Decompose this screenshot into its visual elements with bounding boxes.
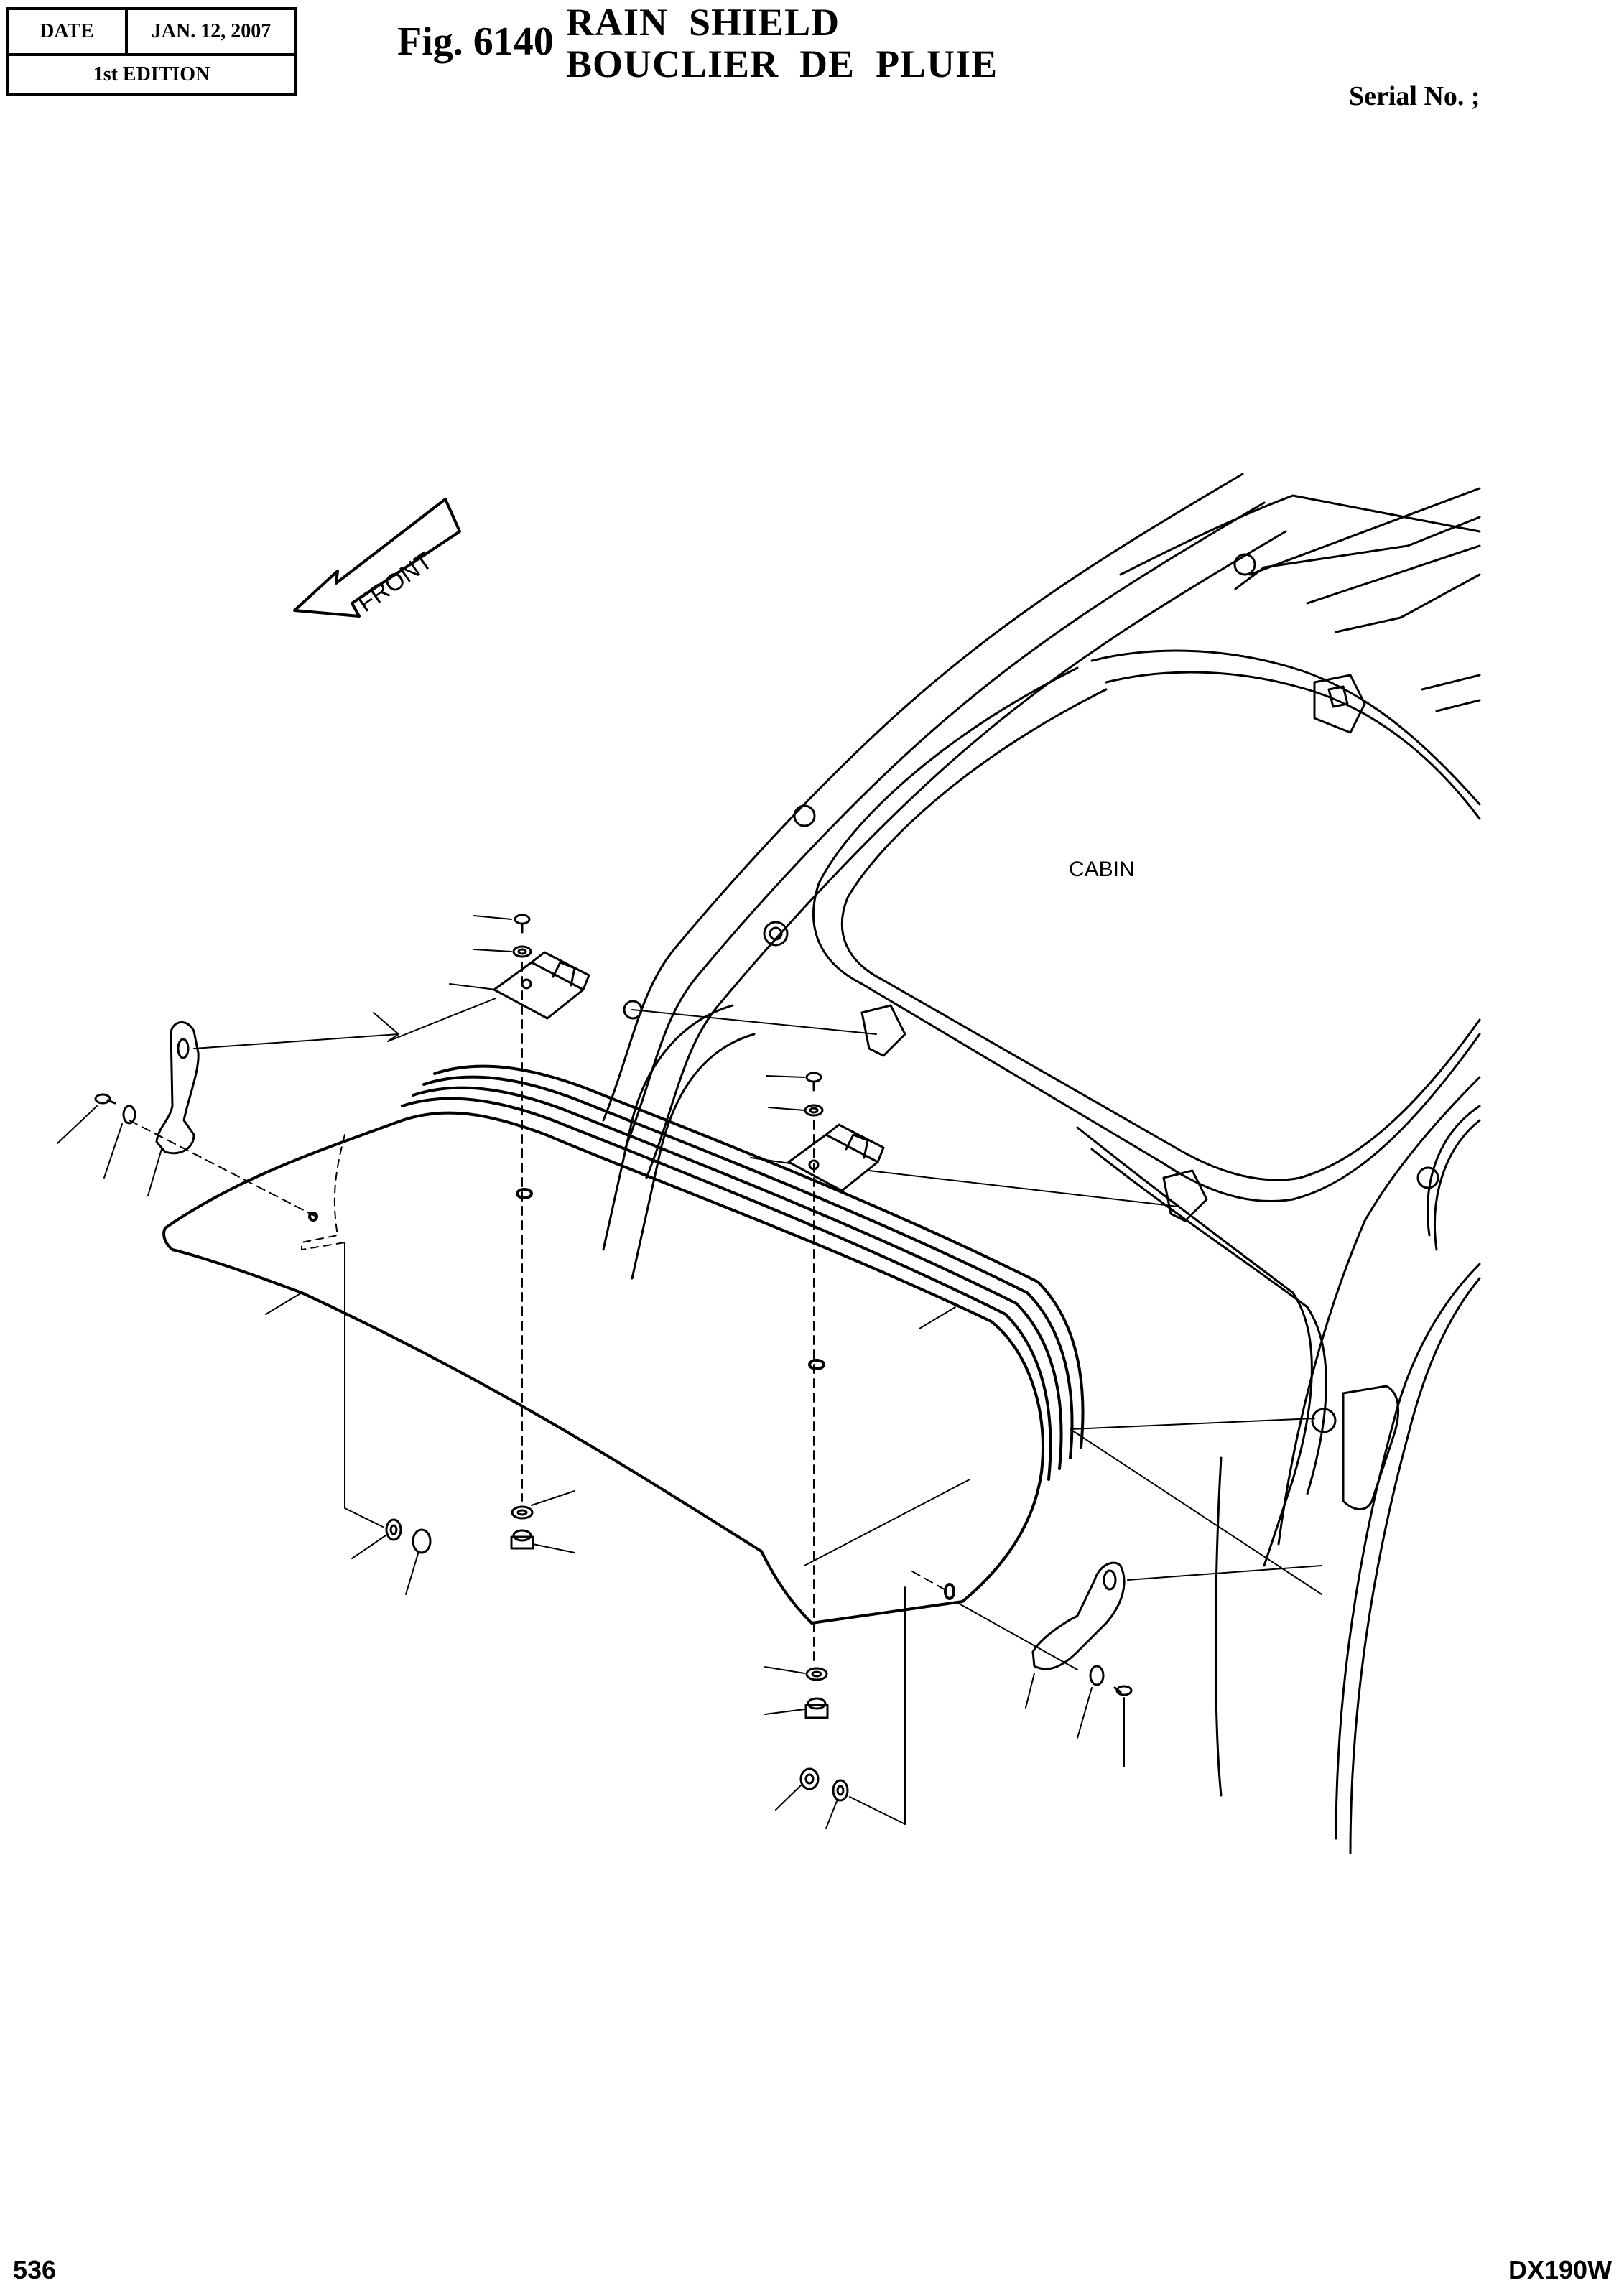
side-bracket-right	[1031, 1561, 1126, 1670]
shield-clip-upper-left	[493, 951, 643, 1020]
revision-table: DATE JAN. 12, 2007 1st EDITION	[6, 7, 297, 96]
fastener-set	[94, 914, 1133, 1802]
hidden-center-lines	[129, 962, 949, 1664]
front-direction-arrow: FRONT	[293, 498, 461, 618]
serial-number-label: Serial No. ;	[1349, 81, 1480, 111]
date-value: JAN. 12, 2007	[128, 10, 294, 56]
figure-number: Fig. 6140	[397, 19, 554, 64]
edition-label: 1st EDITION	[93, 63, 210, 85]
model-number: DX190W	[1508, 2255, 1613, 2285]
shield-clip-upper-right	[787, 1123, 885, 1192]
title-french: BOUCLIER DE PLUIE	[566, 42, 998, 85]
date-label: DATE	[9, 10, 128, 56]
side-bracket-left	[155, 1021, 200, 1155]
page-number: 536	[13, 2255, 57, 2285]
cabin-label: CABIN	[1069, 857, 1135, 881]
rain-shield-panel	[162, 1064, 1085, 1625]
title-english: RAIN SHIELD	[566, 1, 840, 44]
leader-lines	[57, 915, 1322, 1829]
front-label: FRONT	[353, 547, 437, 618]
cabin-outline	[602, 473, 1481, 1854]
